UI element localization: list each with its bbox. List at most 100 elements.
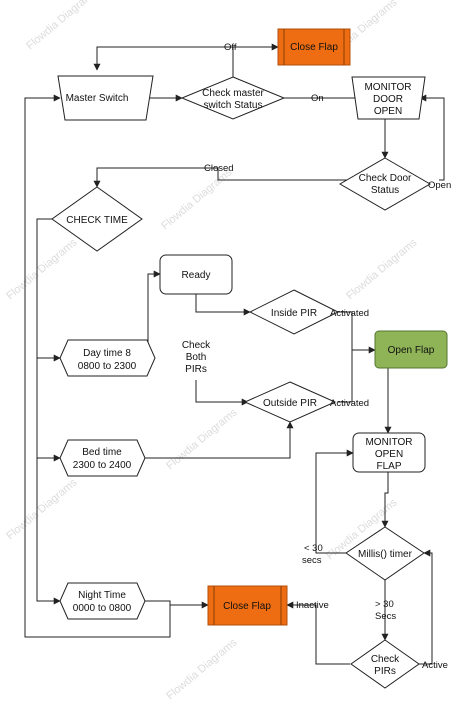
edge-checktime-bed [36,358,61,462]
monitor-door-open-line1: MONITOR [364,82,411,93]
edge-inactive [286,601,350,665]
node-check-door-status: Check Door Status [339,157,431,211]
label-lt30-line2: secs [302,555,322,566]
watermark-text: Flowdia Diagrams [24,0,100,52]
edge-open-loop [419,94,445,181]
label-gt30-line2: Secs [375,611,396,622]
node-close-flap-bottom: Close Flap [207,585,288,626]
check-both-pirs-line1: Check [182,340,211,351]
watermark-text: Flowdia Diagrams [159,166,235,232]
node-check-pirs: Check PIRs [350,639,420,689]
check-door-status-shape [339,157,431,211]
watermark-text: Flowdia Diagrams [164,406,240,472]
check-pirs-line1: Check [371,654,400,665]
day-time-line2: 0800 to 2300 [78,361,137,372]
bed-time-line1: Bed time [82,447,122,458]
monitor-open-flap-line2: OPEN [375,449,403,460]
node-monitor-door-open: MONITOR DOOR OPEN [351,76,426,120]
edge-inside-activated [338,311,376,354]
watermark-text: Flowdia Diagrams [164,636,240,702]
node-check-master-status: Check master switch Status [180,76,286,120]
edge-closed [93,167,350,188]
edge-closeflap-to-master [24,94,208,638]
node-bed-time: Bed time 2300 to 2400 [59,439,146,477]
bed-time-shape [59,439,146,477]
node-millis-timer: Millis() timer [345,526,425,581]
label-open: Open [428,180,451,191]
check-both-pirs-note: Check Both PIRs [182,340,211,375]
monitor-open-flap-shape [352,432,426,473]
outside-pir-label: Outside PIR [263,398,317,409]
check-both-pirs-line2: Both [186,352,207,363]
watermark-text: Flowdia Diagrams [4,236,80,302]
label-gt30-line1: > 30 [375,599,394,610]
label-inactive: Inactive [296,600,329,611]
node-ready: Ready [159,254,233,295]
ready-shape [159,254,233,295]
check-master-status-shape [180,76,286,120]
inside-pir-label: Inside PIR [271,308,317,319]
edge-outside-activated [338,350,353,403]
check-door-status-line1: Check Door [359,173,412,184]
check-pirs-shape [350,639,420,689]
label-lt30-line1: < 30 [304,543,323,554]
node-night-time: Night Time 0000 to 0800 [59,582,146,620]
night-time-line2: 0000 to 0800 [73,603,132,614]
monitor-door-open-line3: OPEN [374,106,402,117]
edge-monitor-to-millis [381,472,389,528]
edge-checktime-day [36,218,61,362]
node-monitor-open-flap: MONITOR OPEN FLAP [352,432,426,473]
label-closed: Closed [204,163,234,174]
ready-label: Ready [182,270,211,281]
label-activated-outside: Activated [330,398,369,409]
label-off: Off [224,42,237,53]
label-activated-inside: Activated [330,308,369,319]
node-open-flap: Open Flap [374,330,448,369]
monitor-open-flap-line1: MONITOR [365,437,412,448]
close-flap-top-box [277,28,351,66]
node-master-switch: Master Switch [57,75,154,121]
edge-night-to-closeflap [145,600,209,609]
check-door-status-line2: Status [371,185,399,196]
monitor-door-open-shape [351,76,426,120]
edge-off [232,43,279,78]
millis-timer-label: Millis() timer [358,549,413,560]
node-inside-pir: Inside PIR [248,289,340,335]
bed-time-line2: 2300 to 2400 [73,460,132,471]
label-on: On [311,93,324,104]
close-flap-bottom-box [207,585,288,626]
night-time-line1: Night Time [78,590,126,601]
master-switch-shape [57,75,154,121]
watermark-text: Flowdia Diagrams [4,476,80,542]
node-outside-pir: Outside PIR [243,381,337,423]
edge-lt30 [315,449,354,554]
edge-ready-to-outside [195,380,249,406]
edge-ready-to-inside [195,294,251,316]
node-day-time: Day time 8 0800 to 2300 [59,339,156,377]
node-close-flap-top: Close Flap [277,28,351,66]
inside-pir-shape [248,289,340,335]
check-both-pirs-line3: PIRs [185,364,207,375]
check-pirs-line2: PIRs [374,666,396,677]
outside-pir-shape [243,381,337,423]
edge-checktime-night [36,458,61,605]
label-active: Active [422,660,448,671]
night-time-shape [59,582,146,620]
watermark-text: Flowdia Diagrams [344,236,420,302]
open-flap-label: Open Flap [388,345,435,356]
close-flap-bottom-label: Close Flap [223,601,271,612]
master-switch-label: Master Switch [66,93,129,104]
check-master-status-line2: switch Status [204,100,263,111]
check-time-label: CHECK TIME [66,215,128,226]
edge-labels: Off On Closed Open Activated Activated <… [204,42,451,671]
node-check-time: CHECK TIME [51,186,143,252]
check-time-shape [51,186,143,252]
check-master-status-line1: Check master [202,88,264,99]
monitor-open-flap-line3: FLAP [376,461,401,472]
connectors [24,43,445,665]
day-time-shape [59,339,156,377]
edge-bed-to-outside [145,421,294,459]
close-flap-top-label: Close Flap [290,42,338,53]
millis-timer-shape [345,526,425,581]
